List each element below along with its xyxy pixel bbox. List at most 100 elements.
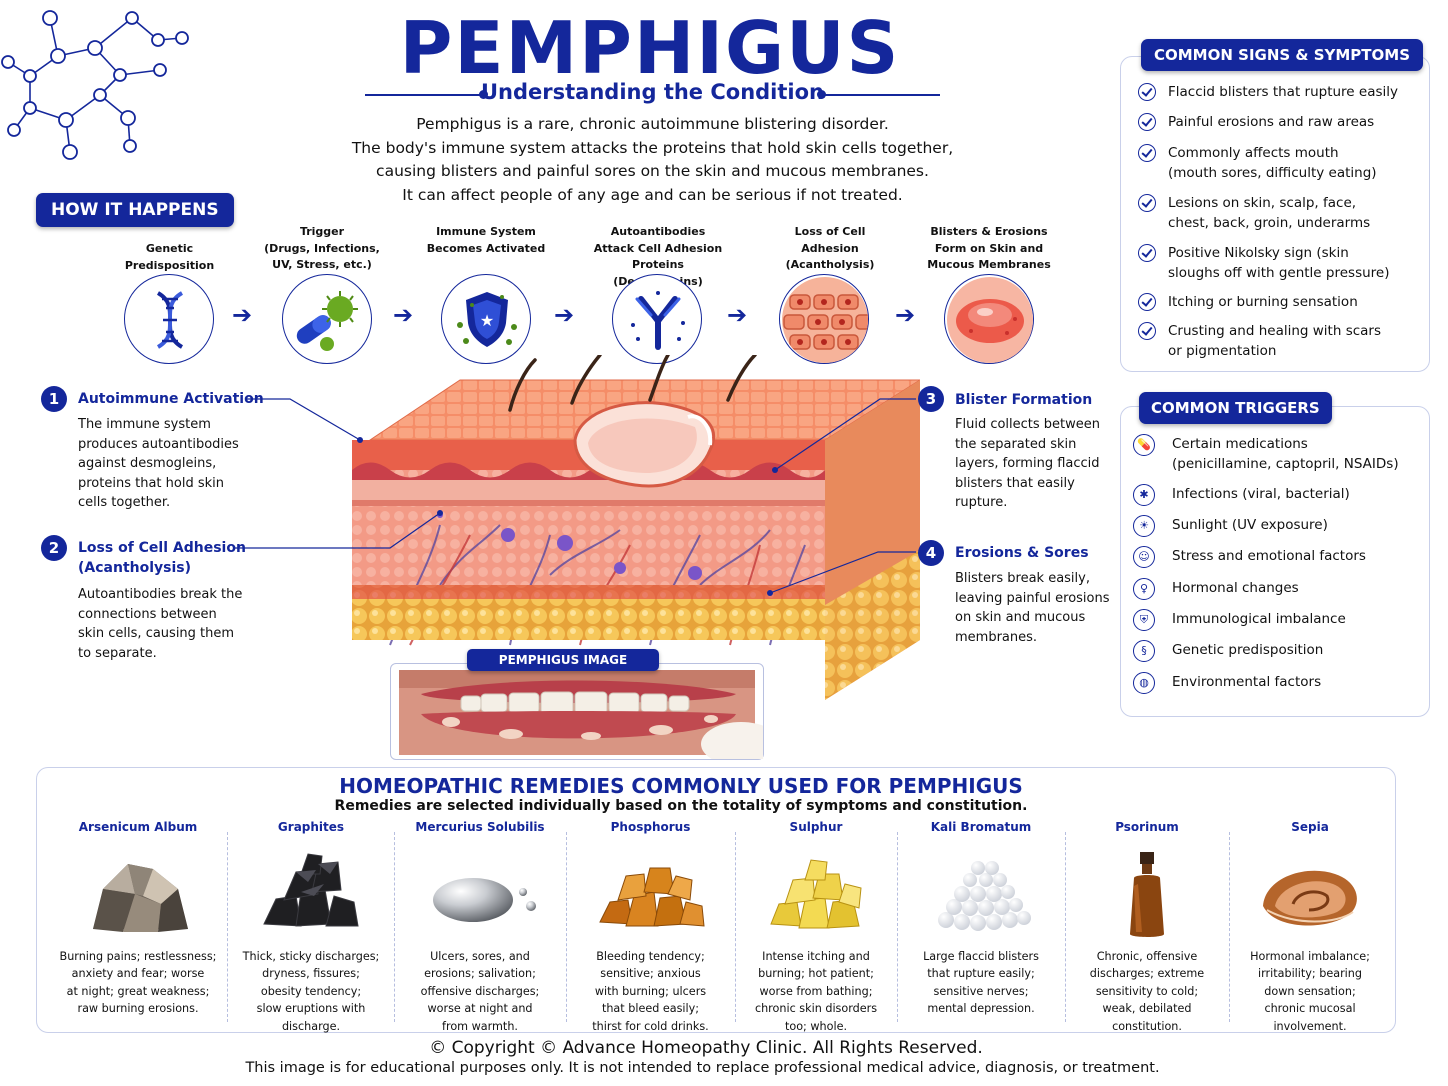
page-subtitle: Understanding the Condition (481, 80, 824, 104)
trigger-item: ✱Infections (viral, bacterial) (1133, 484, 1428, 506)
check-circle-icon (1138, 244, 1156, 262)
mercury-icon (433, 878, 536, 922)
graphite-icon (263, 853, 359, 927)
disclaimer-text: This image is for educational purposes o… (245, 1060, 1160, 1076)
step-label-trigger: Trigger(Drugs, Infections,UV, Stress, et… (264, 225, 380, 271)
check-circle-icon (1138, 293, 1156, 311)
remedy-name: Sulphur (789, 820, 843, 834)
remedy-graphites: Graphites Thick, sticky discharges;dryne… (228, 818, 394, 1033)
remedy-name: Arsenicum Album (78, 820, 198, 834)
bottle-icon (1130, 852, 1164, 937)
pill-icon: 💊 (1133, 434, 1155, 456)
point-4-badge: 4 (918, 540, 944, 566)
pemphigus-image-frame (390, 663, 781, 766)
intro-line: causing blisters and painful sores on th… (376, 162, 929, 180)
remedy-name: Mercurius Solubilis (415, 820, 545, 834)
intro-line: The body's immune system attacks the pro… (351, 138, 954, 157)
mouth-lesion-photo (399, 670, 781, 766)
symptom-item: Lesions on skin, scalp, face,chest, back… (1138, 193, 1428, 233)
antibody-icon (612, 274, 702, 364)
symptoms-heading: COMMON SIGNS & SYMPTOMS (1141, 39, 1424, 71)
female-icon: ♀ (1133, 578, 1155, 600)
remedy-description: Burning pains; restlessness;anxiety and … (59, 950, 217, 1016)
arrow-right-icon: ➔ (727, 301, 748, 329)
phosphorus-icon (598, 867, 705, 927)
check-circle-icon (1138, 83, 1156, 101)
arrow-right-icon: ➔ (393, 301, 414, 329)
point-3-title: Blister Formation (955, 392, 1093, 408)
symptom-item: Flaccid blisters that rupture easily (1138, 82, 1428, 102)
cells-icon (779, 274, 869, 364)
shell-icon (1263, 870, 1357, 926)
remedy-phosphorus: Phosphorus Bleeding tendency;sensitive; … (567, 818, 734, 1033)
pellets-icon (938, 861, 1031, 931)
remedy-name: Kali Bromatum (930, 820, 1032, 834)
point-3-badge: 3 (918, 386, 944, 412)
remedy-name: Psorinum (1115, 820, 1179, 834)
remedy-sepia: Sepia Hormonal imbalance;irritability; b… (1230, 818, 1390, 1033)
remedies-panel (36, 767, 1396, 1033)
check-circle-icon (1138, 194, 1156, 212)
remedy-name: Phosphorus (610, 820, 691, 834)
triggers-panel (1120, 406, 1430, 717)
symptom-item: Commonly affects mouth(mouth sores, diff… (1138, 143, 1428, 183)
arrow-right-icon: ➔ (554, 301, 575, 329)
dna-icon (124, 274, 214, 364)
trigger-item: ◍Environmental factors (1133, 672, 1428, 694)
check-circle-icon (1138, 144, 1156, 162)
page-title: PEMPHIGUS (399, 6, 901, 90)
point-1-title: Autoimmune Activation (78, 391, 264, 407)
trigger-item: 💊Certain medications(penicillamine, capt… (1133, 434, 1428, 474)
symptoms-panel (1120, 56, 1430, 372)
triggers-heading: COMMON TRIGGERS (1139, 392, 1332, 424)
shield-icon: ⛨ (1133, 609, 1155, 631)
intro-line: Pemphigus is a rare, chronic autoimmune … (416, 115, 889, 133)
point-2-title: Loss of Cell Adhesion(Acantholysis) (78, 540, 246, 576)
remedy-name: Sepia (1291, 820, 1329, 834)
point-1-badge: 1 (41, 386, 67, 412)
copyright-text: © Copyright © Advance Homeopathy Clinic.… (429, 1038, 983, 1058)
remedy-description: Hormonal imbalance;irritability; bearing… (1250, 950, 1370, 1033)
intro-line: It can affect people of any age and can … (402, 185, 903, 204)
check-circle-icon (1138, 322, 1156, 340)
blister-icon (944, 274, 1034, 364)
point-4-title: Erosions & Sores (955, 545, 1089, 561)
check-circle-icon (1138, 113, 1156, 131)
point-4-body: Blisters break easily,leaving painful er… (955, 571, 1110, 645)
sun-icon: ☀ (1133, 515, 1155, 537)
callout-lines (233, 398, 916, 596)
globe-icon: ◍ (1133, 672, 1155, 694)
mineral-rock-icon (93, 864, 188, 932)
subtitle-row: Understanding the Condition (365, 80, 940, 108)
pemphigus-image-label: PEMPHIGUS IMAGE (467, 649, 659, 671)
arrow-right-icon: ➔ (895, 301, 916, 329)
intro-text: Pemphigus is a rare, chronic autoimmune … (340, 113, 965, 207)
trigger-item: ♀Hormonal changes (1133, 578, 1428, 600)
sulphur-icon (770, 859, 862, 929)
dna-icon: § (1133, 640, 1155, 662)
point-2-badge: 2 (41, 535, 67, 561)
head-icon: ☺ (1133, 546, 1155, 568)
remedy-arsenicum: Arsenicum Album Burning pains; restlessn… (50, 818, 226, 1028)
skin-cross-section-illustration (352, 355, 920, 700)
remedy-name: Graphites (277, 820, 345, 834)
how-it-happens-heading: HOW IT HAPPENS (36, 193, 234, 227)
pill-virus-icon (282, 274, 372, 364)
remedies-subtitle: Remedies are selected individually based… (334, 798, 1028, 814)
symptom-item: Itching or burning sensation (1138, 292, 1428, 312)
trigger-item: ☺Stress and emotional factors (1133, 546, 1428, 568)
arrow-right-icon: ➔ (232, 301, 253, 329)
trigger-item: ☀Sunlight (UV exposure) (1133, 515, 1428, 537)
